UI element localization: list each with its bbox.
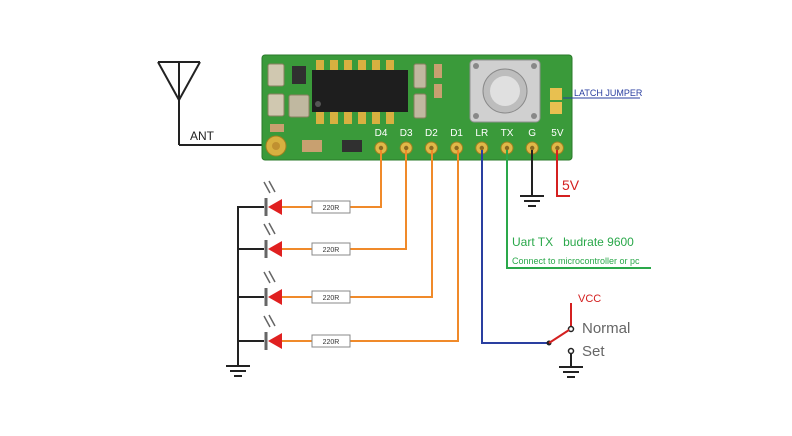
power-5v-label: 5V [562,177,580,193]
resistor-2: 220R [311,242,351,256]
led-4-icon [263,314,282,350]
pin-label-5v: 5V [551,128,564,139]
svg-text:220R: 220R [323,339,340,346]
ground-icon-switch [559,366,583,378]
uart-subtitle: Connect to microcontroller or pc [512,256,640,266]
led-wires [282,150,459,342]
led-2-icon [263,222,282,258]
wire-d4 [350,150,382,208]
pin-hole-d1 [454,145,459,151]
led-ground-bus [237,206,264,366]
pin-label-d1: D1 [450,128,463,139]
latch-jumper [550,88,562,114]
set-label: Set [582,343,605,360]
vcc-label: VCC [578,293,601,305]
module-pins: D4 D3 D2 D1 LR TX G 5V [374,128,564,155]
mode-switch [546,303,583,378]
pin-hole-d4 [378,145,384,151]
wire-5v [556,150,570,197]
pin-hole-5v [555,145,560,151]
resistor-4: 220R [311,334,351,348]
led-3-icon [263,270,282,306]
pin-hole-g [530,145,535,151]
pin-label-tx: TX [501,128,514,139]
wire-tx [506,150,651,269]
wire-d1 [350,150,459,342]
pin-hole-tx [504,145,510,151]
led-1-icon [263,180,282,216]
wire-d3 [350,150,407,250]
pin-hole-lr [479,145,484,151]
wire-d2 [350,150,433,298]
antenna-label: ANT [190,129,215,143]
ground-icon-module [520,150,544,207]
pin-label-d4: D4 [375,128,388,139]
pin-label-d3: D3 [400,128,413,139]
pin-label-d2: D2 [425,128,438,139]
pin-label-g: G [528,128,536,139]
uart-title: Uart TX budrate 9600 [512,235,634,249]
resistor-1: 220R [311,200,351,214]
pin-label-lr: LR [475,128,488,139]
antenna-icon [157,61,268,146]
ground-icon-leds [226,365,250,377]
normal-label: Normal [582,320,630,337]
rf-module-board [261,54,573,161]
resistor-3: 220R [311,290,351,304]
pin-hole-d2 [429,145,434,151]
svg-text:220R: 220R [323,205,340,212]
pin-hole-d3 [404,145,409,151]
latch-jumper-label: LATCH JUMPER [574,88,643,98]
svg-text:220R: 220R [323,247,340,254]
svg-text:220R: 220R [323,295,340,302]
wire-lr [481,150,548,344]
